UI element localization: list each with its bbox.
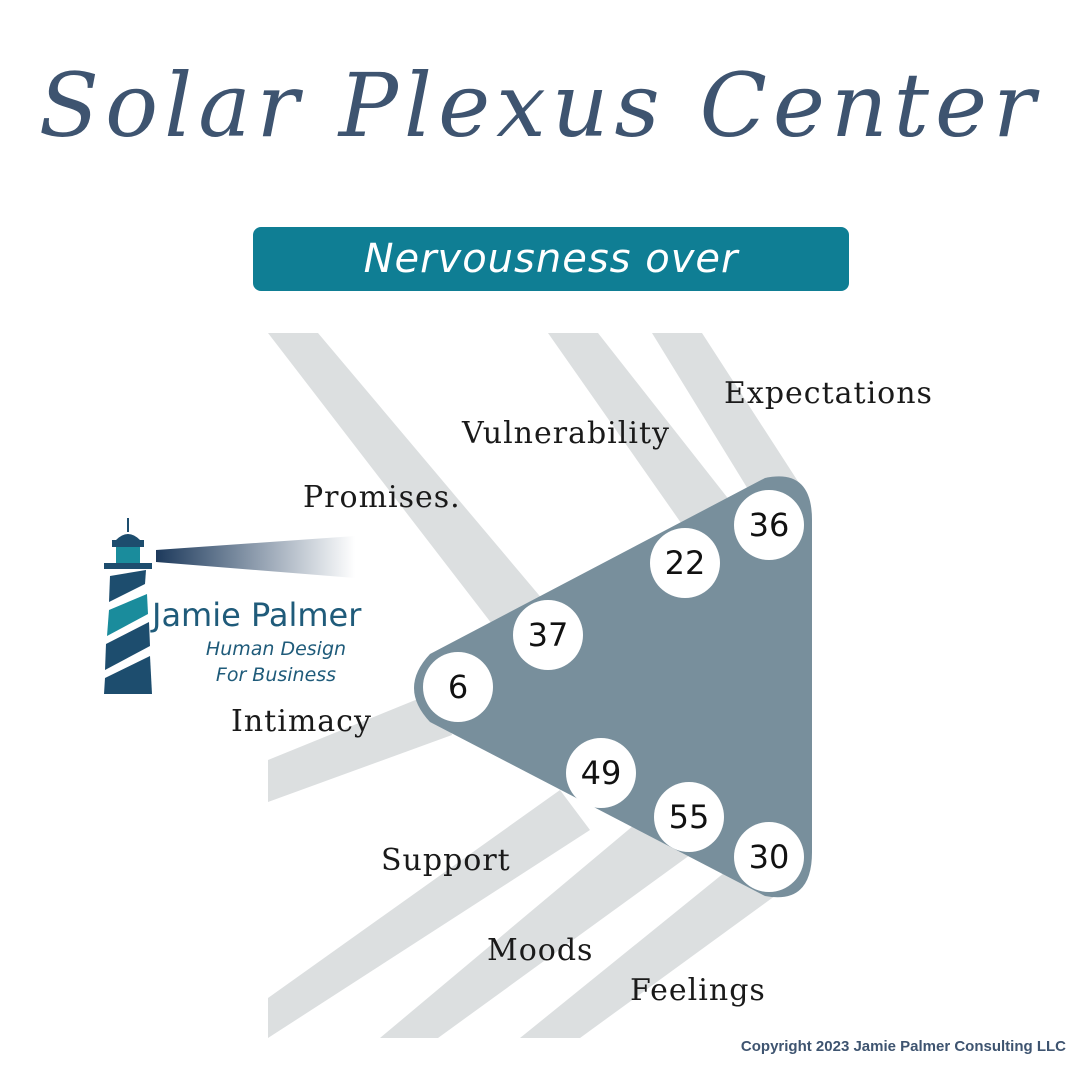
lighthouse-logo-icon bbox=[104, 518, 355, 694]
light-beam bbox=[156, 536, 355, 578]
gate-37: 37 bbox=[513, 600, 583, 670]
gate-36: 36 bbox=[734, 490, 804, 560]
channel-expectations bbox=[652, 333, 810, 525]
page-title: Solar Plexus Center bbox=[38, 54, 1042, 157]
banner-text: Nervousness over bbox=[363, 236, 739, 282]
label-intimacy: Intimacy bbox=[231, 704, 372, 739]
logo-name: Jamie Palmer bbox=[152, 596, 362, 634]
gate-30: 30 bbox=[734, 822, 804, 892]
gate-55: 55 bbox=[654, 782, 724, 852]
label-vulnerability: Vulnerability bbox=[462, 416, 670, 451]
channel-support bbox=[268, 790, 590, 1038]
banner: Nervousness over bbox=[253, 227, 849, 291]
channel-feelings bbox=[520, 860, 790, 1038]
label-feelings: Feelings bbox=[630, 973, 766, 1008]
label-expectations: Expectations bbox=[724, 376, 933, 411]
label-moods: Moods bbox=[487, 933, 594, 968]
logo-line-2: For Business bbox=[215, 664, 337, 686]
copyright: Copyright 2023 Jamie Palmer Consulting L… bbox=[740, 1038, 1066, 1055]
channel-promises bbox=[268, 333, 560, 650]
channel-vulnerability bbox=[548, 333, 745, 550]
channel-intimacy bbox=[268, 690, 452, 802]
channel-moods bbox=[380, 820, 690, 1038]
gate-22: 22 bbox=[650, 528, 720, 598]
channel-lines bbox=[268, 333, 810, 1038]
gate-6: 6 bbox=[423, 652, 493, 722]
label-support: Support bbox=[381, 843, 511, 878]
gate-49: 49 bbox=[566, 738, 636, 808]
logo-line-1: Human Design bbox=[205, 638, 347, 660]
label-promises: Promises. bbox=[303, 480, 461, 515]
